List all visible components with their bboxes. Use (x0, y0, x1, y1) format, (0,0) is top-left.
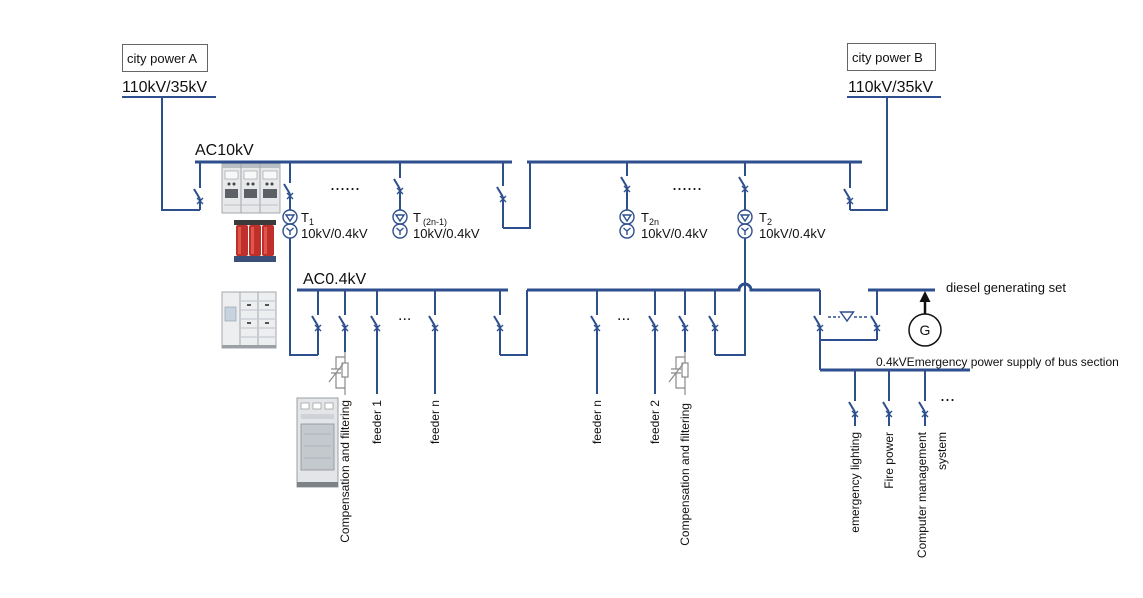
lv-bus-tie-line (500, 290, 528, 356)
t1-secondary-line (289, 238, 318, 356)
emergency-load-label: Fire power (882, 432, 896, 489)
emergency-load-label: emergency lighting (848, 432, 862, 533)
t2-secondary-line (715, 238, 746, 356)
emergency-load-label: Computer management (915, 431, 929, 558)
transformer-t2-name: T2 (759, 210, 772, 227)
transformer-symbol-letter: T (759, 210, 767, 225)
lv-feeder-label: Compensation and filtering (678, 403, 692, 546)
circuit-breaker-icon (708, 290, 719, 355)
emergency-bus-label: 0.4kVEmergency power supply of bus secti… (876, 355, 1119, 369)
source-a-voltage: 110kV/35kV (122, 79, 207, 96)
source-b-box (847, 43, 936, 71)
interlock-symbol (828, 311, 869, 323)
compensation-cabinet-picture (296, 397, 339, 488)
circuit-breaker-icon (843, 162, 854, 210)
generator-letter: G (920, 322, 931, 338)
lv-ellipsis-right: ... (617, 307, 630, 324)
circuit-breaker-icon (193, 162, 204, 210)
transformer-index: 2 (767, 217, 772, 227)
generator-arrow-icon (919, 291, 931, 302)
source-a-box (122, 44, 208, 72)
lv-ellipsis-left: ... (398, 307, 411, 324)
source-a-name: city power A (127, 51, 197, 66)
emergency-load-label-line2: system (935, 432, 949, 470)
transformer-icon (282, 209, 298, 239)
hv-ellipsis-right: ...... (672, 174, 702, 194)
transformer-icon (619, 209, 635, 239)
transformer-t2n-1-rating: 10kV/0.4kV (413, 226, 480, 241)
circuit-breaker-icon (648, 290, 659, 394)
circuit-breaker-icon (918, 370, 929, 426)
circuit-breaker-icon (738, 162, 749, 210)
source-a-incoming-line (161, 97, 200, 211)
circuit-breaker-icon (496, 162, 507, 228)
transformer-index: (2n-1) (423, 217, 447, 227)
circuit-breaker-icon (848, 370, 859, 426)
lv-feeder-label: feeder n (590, 400, 604, 444)
circuit-breaker-icon (678, 290, 689, 352)
circuit-breaker-icon (620, 162, 631, 210)
transformer-t2n-rating: 10kV/0.4kV (641, 226, 708, 241)
generator-symbol: G (908, 291, 942, 347)
transformer-index: 1 (309, 217, 314, 227)
circuit-breaker-icon (590, 290, 601, 394)
hv-switchgear-picture (221, 163, 281, 214)
transformer-t1-name: T1 (301, 210, 314, 227)
circuit-breaker-icon (428, 290, 439, 394)
lv-feeder-label: feeder 2 (648, 400, 662, 444)
circuit-breaker-icon (813, 290, 824, 340)
circuit-breaker-icon (870, 290, 881, 340)
transformer-icon (737, 209, 753, 239)
device-symbols (193, 162, 929, 426)
wiring: G (122, 43, 970, 372)
hv-ellipsis-left: ...... (330, 174, 360, 194)
source-b-voltage: 110kV/35kV (848, 79, 933, 96)
lv-bus-section-2 (527, 282, 820, 292)
hv-bus-label: AC10kV (195, 142, 254, 159)
circuit-breaker-icon (283, 162, 294, 210)
transformer-symbol-letter: T (641, 210, 649, 225)
dry-type-transformer-picture (234, 220, 276, 262)
labels: city power A 110kV/35kV city power B 110… (122, 50, 1119, 558)
circuit-breaker-icon (393, 162, 404, 210)
transformer-index: 2n (649, 217, 659, 227)
emergency-ellipsis: ... (940, 385, 955, 405)
circuit-breaker-icon (882, 370, 893, 426)
source-b-name: city power B (852, 50, 923, 65)
lv-feeder-label: Compensation and filtering (338, 400, 352, 543)
transformer-t1-rating: 10kV/0.4kV (301, 226, 368, 241)
circuit-breaker-icon (311, 290, 322, 355)
circuit-breaker-icon (493, 290, 504, 355)
circuit-breaker-icon (370, 290, 381, 394)
lv-feeder-label: feeder n (428, 400, 442, 444)
lv-bus-label: AC0.4kV (303, 271, 366, 288)
transformer-symbol-letter: T (301, 210, 309, 225)
transformer-symbol-letter: T (413, 210, 421, 225)
generator-label: diesel generating set (946, 280, 1066, 295)
capacitor-compensation-icon (668, 352, 689, 395)
transformer-t2-rating: 10kV/0.4kV (759, 226, 826, 241)
capacitor-compensation-icon (328, 352, 349, 395)
transformer-icon (392, 209, 408, 239)
transformer-t2n-name: T2n (641, 210, 659, 227)
low-voltage-cabinet-picture (221, 291, 277, 349)
transformer-t2n-1-name: T(2n-1) (413, 210, 447, 227)
hv-bus-tie-line (503, 162, 531, 229)
circuit-breaker-icon (338, 290, 349, 352)
source-b-incoming-line (850, 97, 888, 211)
lv-feeder-label: feeder 1 (370, 400, 384, 444)
